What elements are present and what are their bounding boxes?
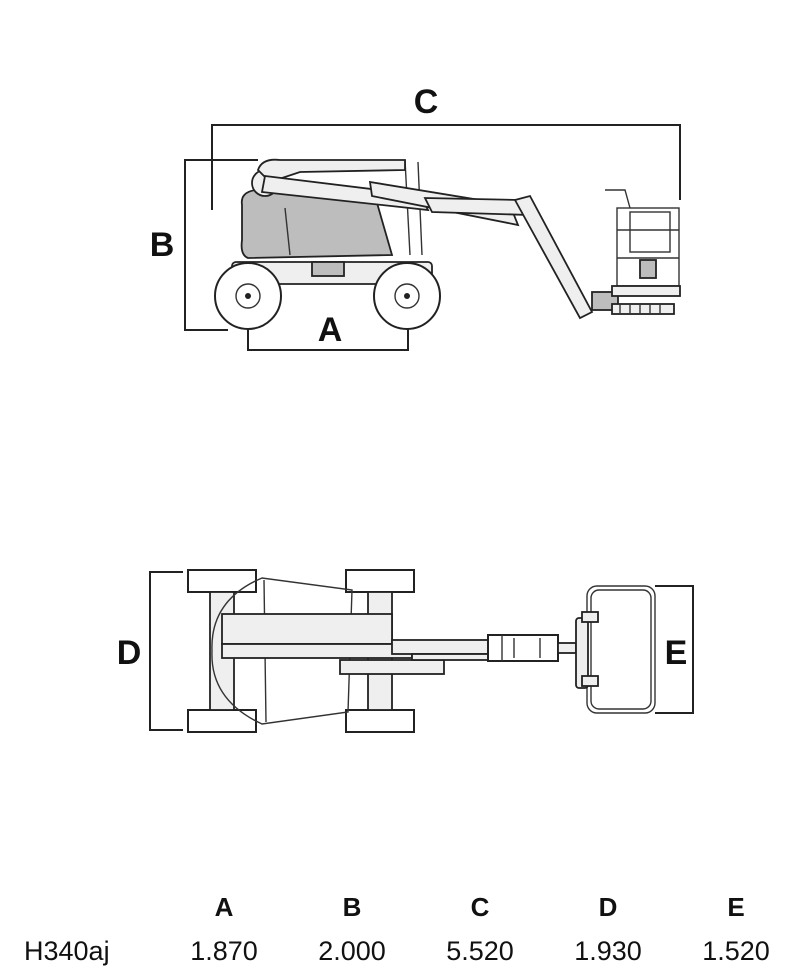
label-e: E [665,634,688,672]
machine-diagram: C B A [117,83,694,733]
value-e: 1.520 [702,935,770,966]
top-view: D E [117,569,694,733]
side-machine [214,158,681,330]
spec-header-c: C [470,891,490,922]
model-name: H340aj [24,935,110,966]
spec-header-blank [0,885,160,929]
side-basket [605,189,681,315]
label-b: B [150,226,175,264]
dimension-c: C [211,83,681,210]
label-c: C [414,83,439,121]
dimension-b: B [150,159,258,331]
spec-table: A B C D E H340aj 1.870 2.000 5.520 1.930… [0,885,800,973]
label-a: A [318,311,343,349]
value-a: 1.870 [190,935,258,966]
spec-header-d: D [598,891,618,922]
spec-value-row: H340aj 1.870 2.000 5.520 1.930 1.520 [0,929,800,973]
spec-header-a: A [214,891,234,922]
value-b: 2.000 [318,935,386,966]
spec-header-b: B [342,891,362,922]
top-machine [187,569,656,733]
spec-header-row: A B C D E [0,885,800,929]
rear-wheel [214,262,282,330]
front-wheel [373,262,441,330]
dimension-d: D [117,571,183,731]
top-basket [575,585,656,714]
value-c: 5.520 [446,935,514,966]
value-d: 1.930 [574,935,642,966]
spec-header-e: E [727,891,745,922]
dimension-e: E [655,585,694,714]
label-d: D [117,634,142,672]
side-view: C B A [150,83,681,351]
